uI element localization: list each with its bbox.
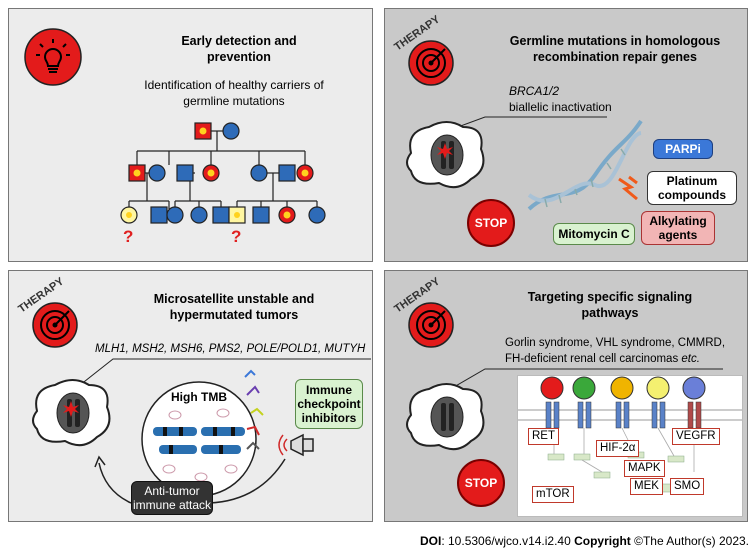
panel4-title-line2: pathways (581, 306, 639, 320)
checkpoint-line3: inhibitors (301, 411, 357, 425)
panel2-title-line1: Germline mutations in homologous (509, 34, 721, 48)
target-mapk: MAPK (624, 460, 665, 477)
high-tmb-label: High TMB (171, 390, 227, 404)
panel3-title-line1: Microsatellite unstable and (153, 292, 315, 306)
immune-checkpoint-inhibitors: Immune checkpoint inhibitors (295, 379, 363, 429)
target-mtor: mTOR (532, 486, 574, 503)
panel4-desc-line1: Gorlin syndrome, VHL syndrome, CMMRD, (505, 337, 726, 349)
callout-line (446, 368, 723, 392)
pedigree-chart (120, 122, 326, 224)
panel4-desc-line2: FH-deficient renal cell carcinomas etc. (505, 351, 700, 367)
drug-mitomycin: Mitomycin C (553, 223, 635, 245)
attack-line1: Anti-tumor (144, 484, 200, 498)
dna-helix-icon (527, 119, 643, 211)
panel-hr-repair: THERAPY Germline mutations in homologous… (384, 8, 748, 262)
drug-platinum-label: Platinum compounds (658, 174, 726, 202)
copyright-label: Copyright (574, 534, 631, 548)
checkpoint-line1: Immune (305, 383, 352, 397)
target-vegfr: VEGFR (672, 428, 720, 445)
callout-line (74, 358, 371, 390)
therapy-target-icon: THERAPY (16, 275, 78, 348)
tumor-cell-icon (32, 379, 111, 447)
panel-signaling: THERAPY Targeting specific signaling pat… (384, 270, 748, 522)
msi-gene-list: MLH1, MSH2, MSH6, PMS2, POLE/POLD1, MUTY… (95, 343, 366, 355)
lightbulb-icon (24, 28, 82, 86)
panel-early-detection: Early detection and prevention Identific… (8, 8, 373, 262)
megaphone-icon (278, 433, 314, 457)
pathway-diagram: RET VEGFR HIF-2α MAPK mTOR MEK SMO (517, 375, 743, 517)
anti-tumor-attack-badge: Anti-tumor immune attack (131, 481, 213, 515)
citation-footer: DOI: 10.5306/wjco.v14.i2.40 Copyright ©T… (420, 534, 749, 548)
doi-value: : 10.5306/wjco.v14.i2.40 (441, 534, 575, 548)
stop-sign: STOP (467, 199, 515, 247)
panel1-title-line2: prevention (207, 50, 271, 64)
panel1-desc-line1: Identification of healthy carriers of (144, 78, 324, 92)
neoantigen-icons (244, 369, 264, 450)
receptor-icons (518, 376, 742, 493)
target-smo: SMO (670, 478, 705, 495)
drug-platinum: Platinum compounds (647, 171, 737, 205)
therapy-target-icon: THERAPY (392, 275, 454, 348)
therapy-target-icon: THERAPY (392, 13, 454, 86)
target-hif2a: HIF-2α (596, 440, 640, 457)
panel-msi: THERAPY Microsatellite unstable and hype… (8, 270, 373, 522)
target-mek: MEK (630, 478, 663, 495)
stop-sign: STOP (457, 459, 505, 507)
drug-parpi: PARPi (653, 139, 713, 159)
break-lightning-icon (618, 175, 638, 201)
tumor-cell-icon (406, 383, 485, 451)
panel1-desc-line2: germline mutations (183, 94, 285, 108)
panel1-title-line1: Early detection and (181, 34, 297, 48)
gene-brca: BRCA1/2 (509, 84, 560, 98)
checkpoint-line2: checkpoint (297, 397, 361, 411)
drug-alkylating: Alkylating agents (641, 211, 715, 245)
copyright-value: ©The Author(s) 2023. (630, 534, 750, 548)
unknown-carrier-mark-2: ? (231, 227, 242, 246)
panel4-title-line1: Targeting specific signaling (527, 290, 693, 304)
attack-line2: immune attack (132, 498, 212, 512)
unknown-carrier-mark-1: ? (123, 227, 134, 246)
panel3-title-line2: hypermutated tumors (169, 308, 299, 322)
tumor-cell-icon (406, 121, 485, 189)
gene-brca-desc: biallelic inactivation (509, 100, 612, 114)
doi-label: DOI (420, 534, 442, 548)
immune-cycle-arrow (94, 455, 286, 504)
high-tmb-circle (141, 381, 257, 497)
panel4-desc-etc: etc. (681, 353, 700, 365)
panel2-title-line2: recombination repair genes (533, 50, 697, 64)
target-ret: RET (528, 428, 559, 445)
panel4-desc-line2-text: FH-deficient renal cell carcinomas (505, 353, 682, 365)
